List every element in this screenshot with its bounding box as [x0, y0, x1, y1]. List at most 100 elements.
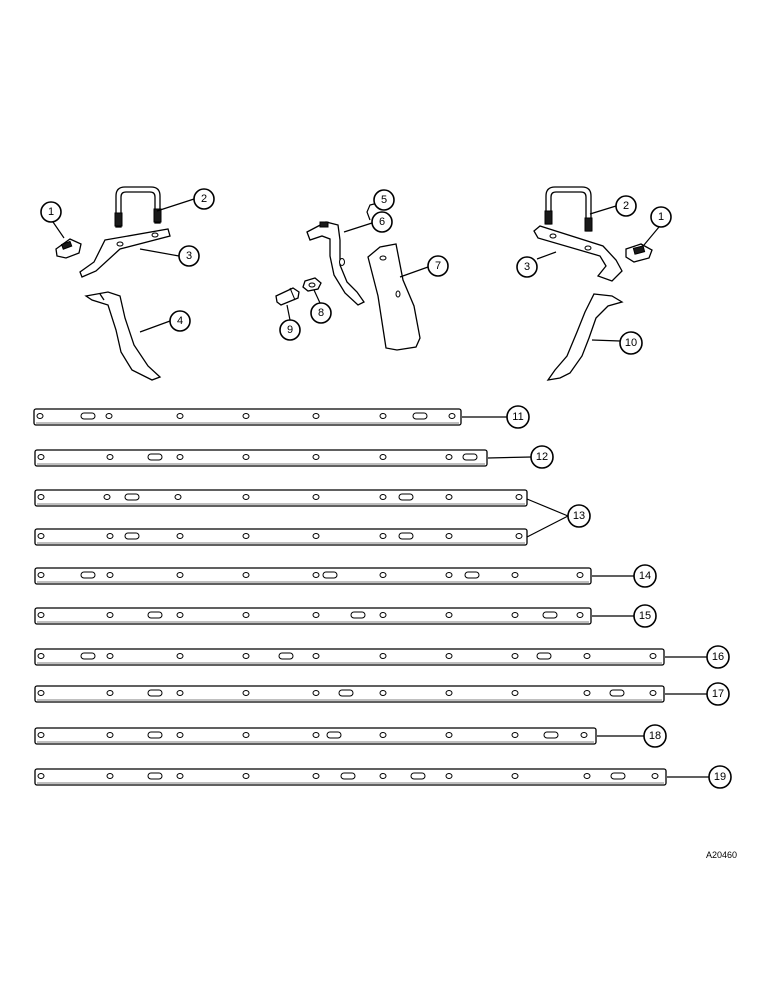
svg-text:5: 5	[381, 194, 387, 206]
right-bracket-assembly	[533, 186, 653, 381]
bar-slot	[80, 412, 96, 420]
svg-text:10: 10	[625, 337, 637, 349]
bar-slot	[610, 772, 626, 780]
bar-hole	[176, 653, 184, 659]
bar-hole	[242, 773, 250, 779]
strap-bar-body	[34, 449, 488, 467]
bar-hole	[312, 454, 320, 460]
callout-2-right: 2	[615, 195, 637, 217]
bracket-hole	[339, 258, 345, 266]
bar-hole	[106, 773, 114, 779]
nut-hole	[308, 282, 316, 288]
bar-hole	[312, 612, 320, 618]
callout-8: 8	[310, 302, 332, 324]
bar-hole	[379, 454, 387, 460]
bar-hole	[379, 773, 387, 779]
bar-hole	[511, 653, 519, 659]
bar-hole	[576, 572, 584, 578]
svg-text:7: 7	[435, 260, 441, 272]
bar-slot	[398, 532, 414, 540]
svg-text:8: 8	[318, 307, 324, 319]
bar-slot	[398, 493, 414, 501]
bar-hole	[511, 773, 519, 779]
clip-left	[55, 238, 82, 259]
center-assembly	[275, 221, 421, 351]
bar-hole	[37, 612, 45, 618]
strap-bar-10	[34, 768, 667, 786]
strap-bar-4	[34, 528, 528, 546]
svg-text:9: 9	[287, 324, 293, 336]
callout-6: 6	[371, 211, 393, 233]
bar-slot	[147, 689, 163, 697]
shovel-bracket	[306, 221, 365, 306]
u-bolt-right	[545, 186, 592, 232]
strap-bar-6	[34, 607, 592, 625]
svg-text:11: 11	[512, 411, 523, 423]
shank-left-edge	[99, 293, 105, 301]
u-bolt-thread-left-a	[114, 212, 123, 227]
bracket-bolt	[319, 221, 329, 228]
bar-hole	[242, 690, 250, 696]
bar-slot	[609, 689, 625, 697]
bar-hole	[242, 612, 250, 618]
bar-slot	[338, 689, 354, 697]
bar-slot	[326, 731, 342, 739]
bar-hole	[651, 773, 659, 779]
strap-bar-5	[34, 567, 592, 585]
strap-bar-3	[34, 489, 528, 507]
bar-hole	[37, 494, 45, 500]
clamp-plate-right	[533, 225, 623, 282]
blade-hole-b	[395, 290, 401, 298]
callout-3-right: 3	[516, 256, 538, 278]
strap-bar-9	[34, 727, 597, 745]
bar-hole	[176, 732, 184, 738]
clamp-hole-right-b	[584, 245, 592, 251]
bar-hole	[103, 494, 111, 500]
svg-text:2: 2	[201, 193, 207, 205]
shank-left	[84, 291, 162, 381]
bar-hole	[445, 533, 453, 539]
bar-hole	[445, 572, 453, 578]
bar-hole	[37, 533, 45, 539]
bar-hole	[37, 653, 45, 659]
strap-bar-2	[34, 449, 488, 467]
bar-hole	[511, 572, 519, 578]
clamp-hole-left-a	[116, 241, 124, 247]
strap-bar-body	[34, 648, 665, 666]
bar-hole	[242, 454, 250, 460]
bar-slot	[147, 772, 163, 780]
callout-17: 17	[706, 682, 730, 706]
bar-hole	[37, 454, 45, 460]
reference-code: A20460	[706, 850, 737, 860]
bar-hole	[174, 494, 182, 500]
bar-hole	[511, 612, 519, 618]
bar-slot	[462, 453, 478, 461]
bar-slot	[340, 772, 356, 780]
bar-hole	[106, 653, 114, 659]
svg-text:17: 17	[712, 688, 724, 700]
bar-hole	[583, 773, 591, 779]
bar-hole	[445, 773, 453, 779]
bar-hole	[515, 494, 523, 500]
callout-1-right: 1	[650, 206, 672, 228]
bar-slot	[412, 412, 428, 420]
bar-hole	[379, 612, 387, 618]
bar-hole	[312, 690, 320, 696]
bar-hole	[583, 653, 591, 659]
bar-hole	[379, 732, 387, 738]
bar-hole	[312, 494, 320, 500]
svg-text:1: 1	[48, 206, 54, 218]
callout-3-left: 3	[178, 245, 200, 267]
bar-hole	[176, 612, 184, 618]
svg-text:13: 13	[573, 510, 585, 522]
u-bolt-left	[115, 186, 161, 228]
bar-hole	[312, 533, 320, 539]
bar-slot	[322, 571, 338, 579]
bar-hole	[445, 690, 453, 696]
callout-4: 4	[169, 310, 191, 332]
callout-2-left: 2	[193, 188, 215, 210]
bar-hole	[649, 653, 657, 659]
bar-hole	[106, 572, 114, 578]
strap-bars	[33, 408, 667, 786]
bar-hole	[176, 773, 184, 779]
